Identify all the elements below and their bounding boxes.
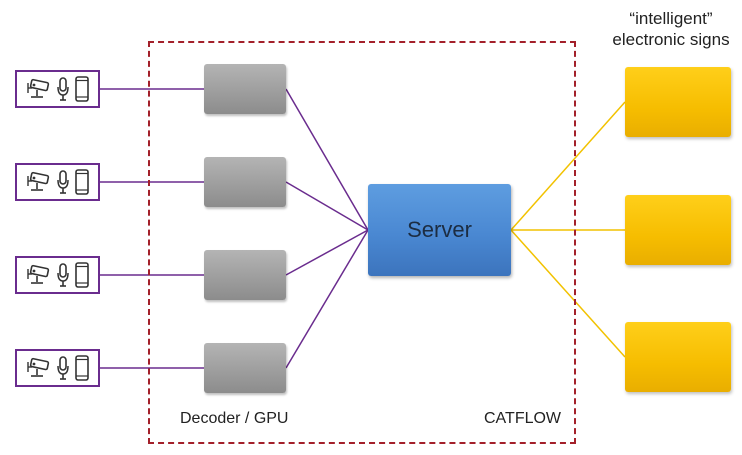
sensor-source-4 (15, 349, 100, 387)
decoder-gpu-1 (204, 64, 286, 114)
sensor-source-3 (15, 256, 100, 294)
link-decoder1-server (285, 88, 369, 231)
intelligent-signs-label: “intelligent” electronic signs (600, 8, 742, 50)
smartphone-icon (75, 355, 90, 381)
smartphone-icon (75, 169, 90, 195)
microphone-icon (56, 263, 69, 287)
microphone-icon (56, 77, 69, 101)
link-server-sign3 (510, 229, 626, 358)
server-node: Server (368, 184, 511, 276)
catflow-boundary (148, 41, 576, 444)
decoder-gpu-4 (204, 343, 286, 393)
microphone-icon (56, 356, 69, 380)
sensor-source-2 (15, 163, 100, 201)
electronic-sign-1 (625, 67, 731, 137)
decoder-gpu-label: Decoder / GPU (180, 410, 289, 427)
cctv-camera-icon (27, 78, 49, 98)
catflow-label: CATFLOW (484, 410, 562, 427)
link-server-sign1 (510, 101, 626, 231)
microphone-icon (56, 170, 69, 194)
decoder-gpu-3 (204, 250, 286, 300)
link-decoder2-server (285, 181, 369, 231)
electronic-sign-2 (625, 195, 731, 265)
cctv-camera-icon (27, 171, 49, 191)
signs-label-line-1: “intelligent” (629, 9, 713, 28)
signs-label-line-2: electronic signs (612, 30, 730, 49)
link-decoder4-server (285, 229, 369, 369)
decoder-gpu-2 (204, 157, 286, 207)
link-decoder3-server (285, 229, 369, 276)
smartphone-icon (75, 76, 90, 102)
smartphone-icon (75, 262, 90, 288)
electronic-sign-3 (625, 322, 731, 392)
cctv-camera-icon (27, 264, 49, 284)
server-label: Server (407, 217, 472, 242)
sensor-source-1 (15, 70, 100, 108)
cctv-camera-icon (27, 357, 49, 377)
